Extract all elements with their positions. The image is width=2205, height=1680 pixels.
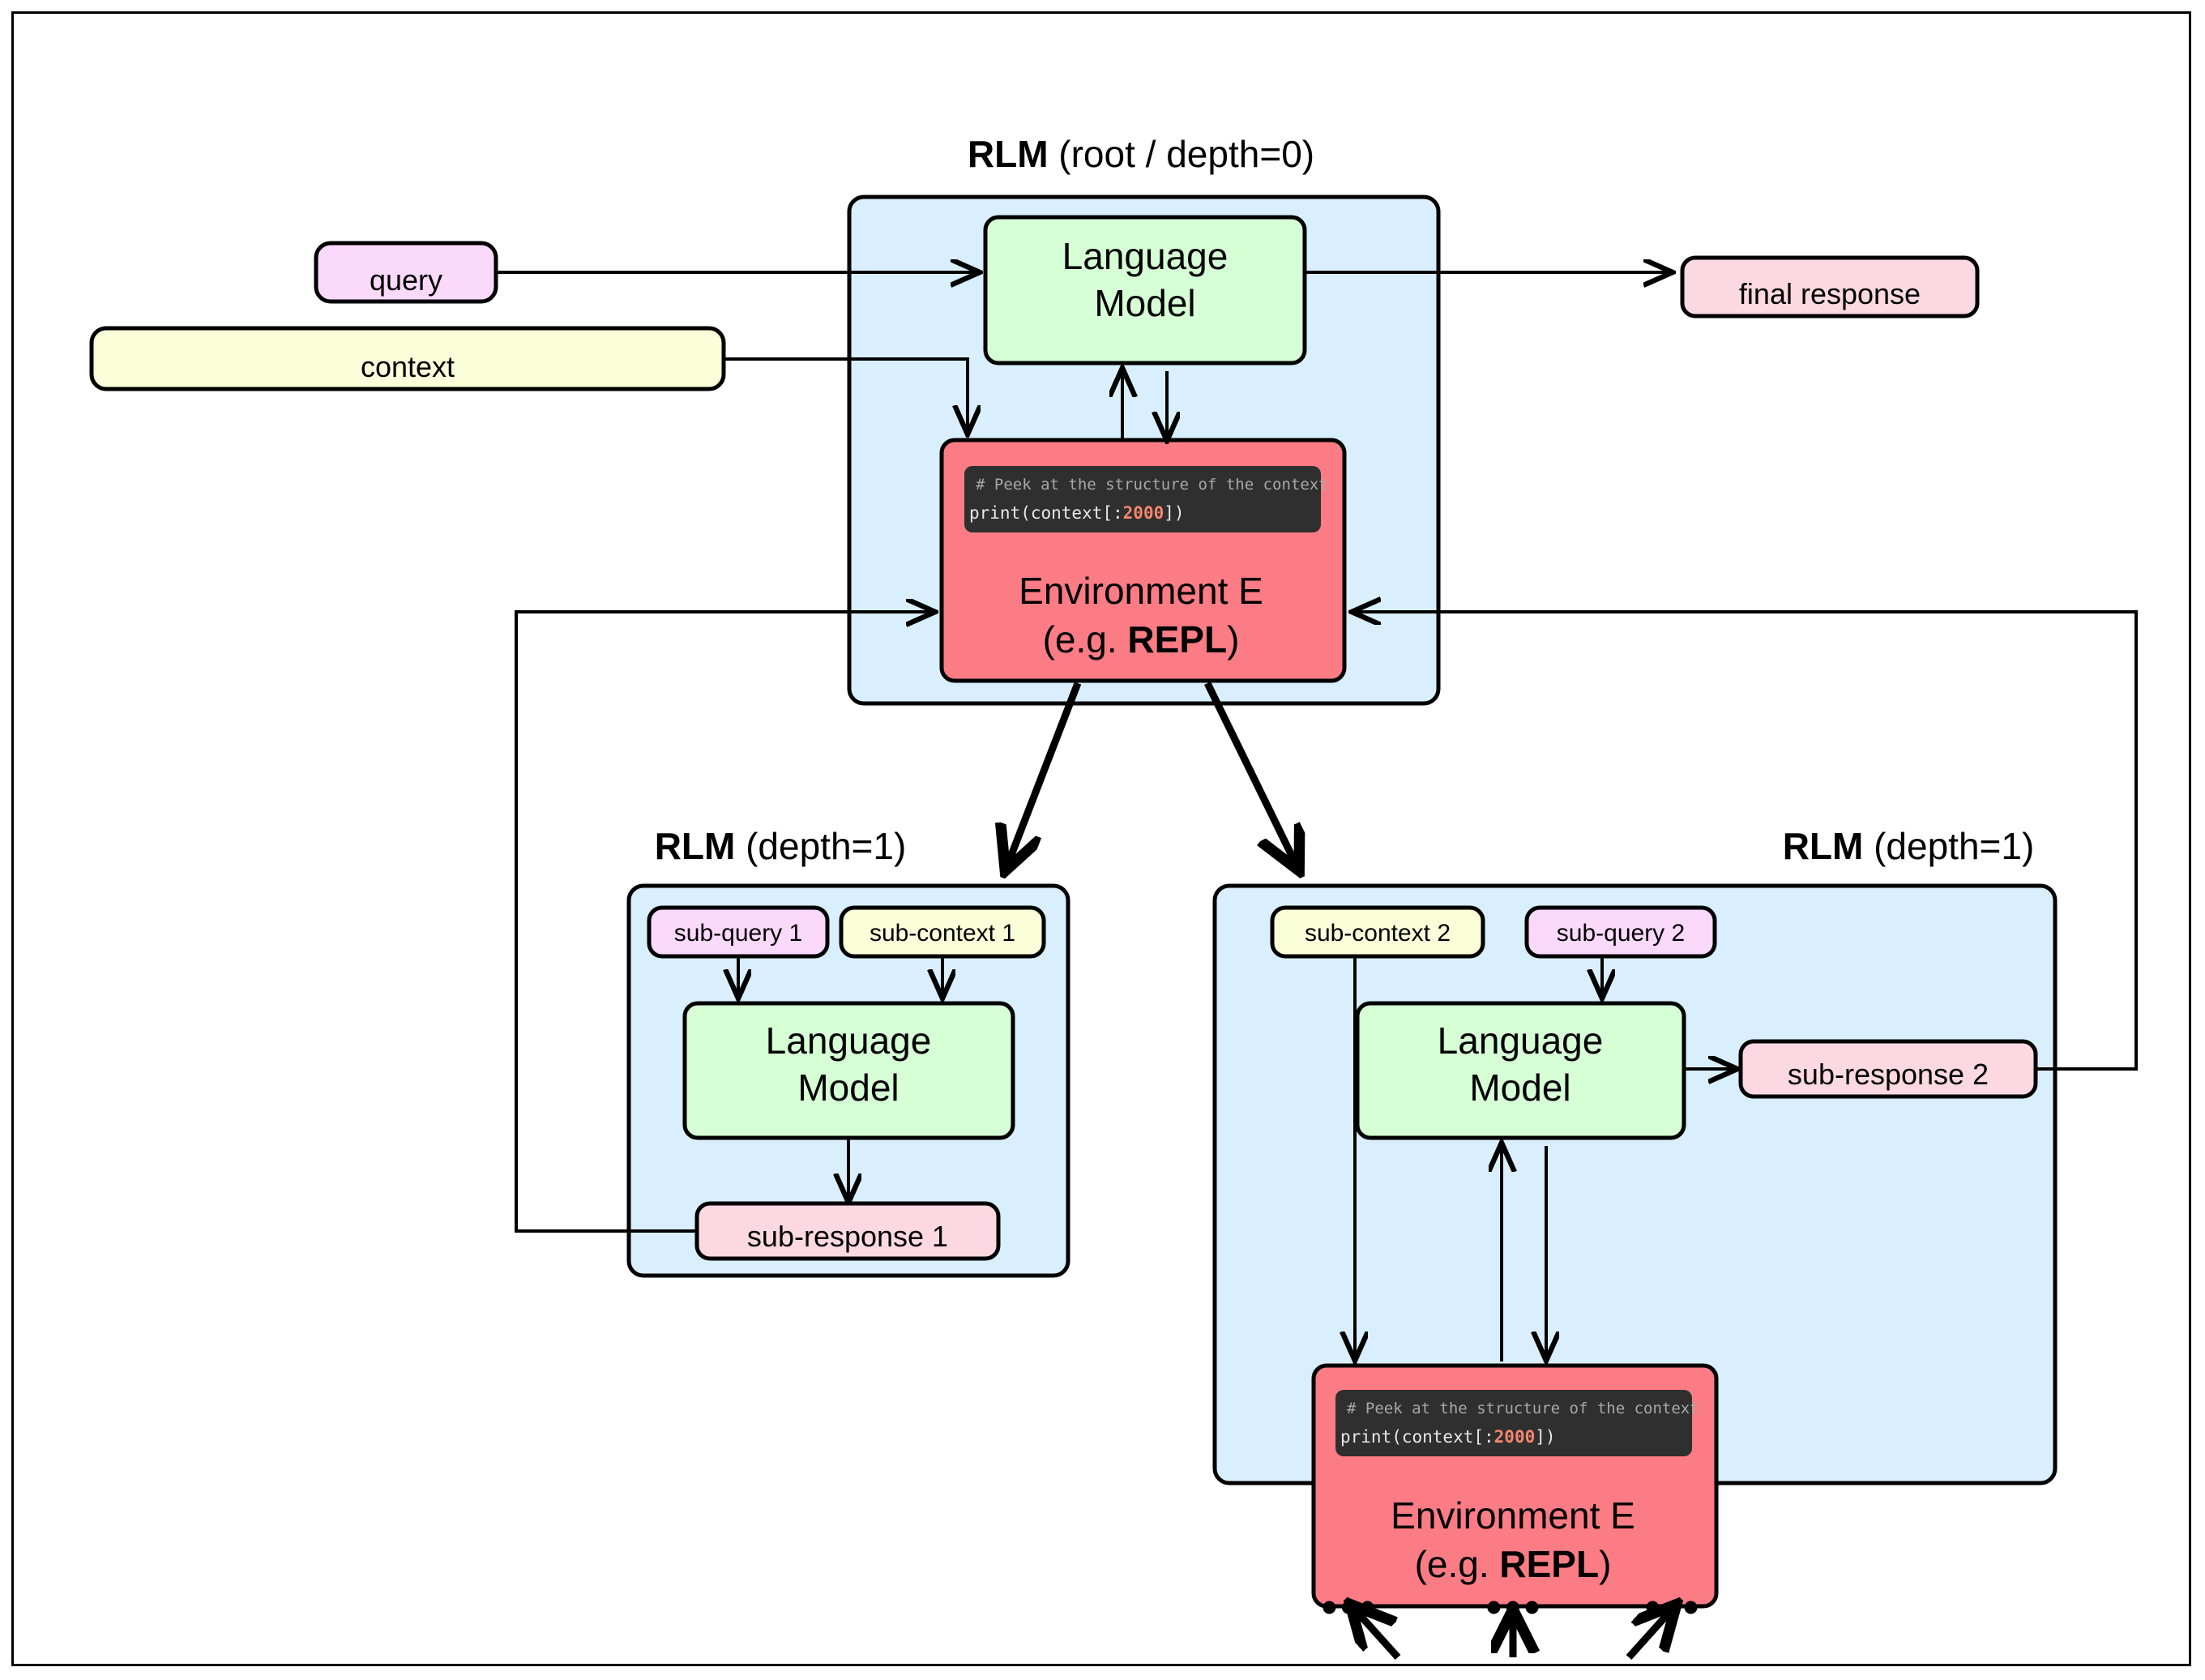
depth1-right-env-repl: REPL: [1499, 1543, 1599, 1585]
sub-query-2-label: sub-query 2: [1557, 920, 1685, 947]
depth1-right-lm-label-line1: Language: [1438, 1020, 1604, 1062]
depth1-left-group: RLM (depth=1) sub-query 1 sub-context 1 …: [515, 612, 1070, 1278]
root-code-statement: print(context[:2000]): [969, 503, 1185, 523]
root-code-number: 2000: [1123, 503, 1164, 523]
ellipsis-2: •••: [1486, 1581, 1544, 1632]
root-code-call-suffix: ]): [1164, 503, 1184, 523]
ellipsis-1: •••: [1322, 1581, 1379, 1632]
depth1-left-title-bold: RLM: [655, 825, 736, 867]
root-rlm-group: RLM (root / depth=0) Language Model # Pe…: [847, 133, 1441, 706]
root-language-model-label-line1: Language: [1062, 235, 1229, 277]
root-inputs-group: query context: [89, 241, 976, 431]
root-environment-label-line1: Environment E: [1019, 570, 1263, 612]
final-response-label: final response: [1739, 277, 1921, 310]
depth1-right-code-statement: print(context[:2000]): [1340, 1427, 1556, 1447]
sub-context-1-label: sub-context 1: [870, 920, 1015, 947]
root-branch-arrows: [1007, 682, 1297, 866]
depth1-left-lm-label-line1: Language: [766, 1020, 932, 1062]
depth1-right-title-rest: (depth=1): [1863, 825, 2034, 867]
recursion-arrow-3: [1626, 1609, 1673, 1661]
depth1-right-env-suffix: ): [1599, 1543, 1611, 1585]
depth1-right-lm-label-line2: Model: [1469, 1067, 1570, 1109]
final-response-group: final response: [1305, 255, 1980, 318]
root-language-model-label-line2: Model: [1094, 282, 1195, 324]
depth1-right-code-call-prefix: print(context[:: [1340, 1427, 1494, 1447]
depth1-right-environment-label-line1: Environment E: [1391, 1494, 1635, 1537]
depth1-right-title-bold: RLM: [1783, 825, 1864, 867]
depth1-left-title: RLM (depth=1): [655, 825, 907, 867]
depth1-right-code-block: [1335, 1390, 1692, 1456]
root-code-block: [964, 466, 1321, 532]
recursion-arrow-1: [1354, 1609, 1401, 1661]
depth1-right-code-comment: # Peek at the structure of the context: [1347, 1400, 1699, 1417]
root-rlm-title-rest: (root / depth=0): [1049, 133, 1315, 175]
root-code-comment: # Peek at the structure of the context: [976, 476, 1328, 494]
ellipsis-3: •••: [1645, 1581, 1703, 1632]
sub-response-2-feedback-path: [1355, 612, 2138, 1071]
root-rlm-title-bold: RLM: [968, 133, 1049, 175]
root-env-suffix: ): [1227, 618, 1239, 660]
depth1-left-title-rest: (depth=1): [735, 825, 906, 867]
root-environment-label-line2: (e.g. REPL): [1043, 618, 1240, 660]
depth1-right-code-call-suffix: ]): [1535, 1427, 1555, 1447]
sub-query-2-box[interactable]: [1524, 905, 1717, 959]
depth1-right-title: RLM (depth=1): [1783, 825, 2035, 867]
depth1-right-env-prefix: (e.g.: [1415, 1543, 1500, 1585]
depth1-right-code-number: 2000: [1494, 1427, 1536, 1447]
root-code-call-prefix: print(context[:: [969, 503, 1123, 523]
sub-context-2-box[interactable]: [1270, 905, 1485, 959]
depth1-right-group: RLM (depth=1) sub-context 2 sub-query 2 …: [1212, 612, 2138, 1609]
sub-response-2-label: sub-response 2: [1788, 1058, 1989, 1091]
root-env-prefix: (e.g.: [1043, 618, 1128, 660]
sub-response-1-feedback-path: [515, 612, 932, 1233]
depth1-right-environment-label-line2: (e.g. REPL): [1415, 1543, 1612, 1585]
sub-response-1-label: sub-response 1: [747, 1220, 948, 1253]
root-rlm-title: RLM (root / depth=0): [968, 133, 1314, 175]
context-label: context: [361, 350, 455, 383]
context-to-environment-arrow: [724, 357, 968, 431]
root-env-to-depth1-left-arrow: [1007, 682, 1082, 866]
sub-query-1-label: sub-query 1: [674, 920, 802, 947]
final-response-box[interactable]: [1680, 255, 1980, 318]
recursion-continuation-group: ••• ••• •••: [1322, 1581, 1703, 1661]
root-env-to-depth1-right-arrow: [1203, 682, 1297, 866]
root-language-model-box[interactable]: [983, 215, 1307, 365]
query-label: query: [370, 263, 442, 297]
depth1-left-lm-label-line2: Model: [797, 1067, 899, 1109]
root-env-repl: REPL: [1127, 618, 1227, 660]
sub-context-2-label: sub-context 2: [1305, 920, 1451, 947]
